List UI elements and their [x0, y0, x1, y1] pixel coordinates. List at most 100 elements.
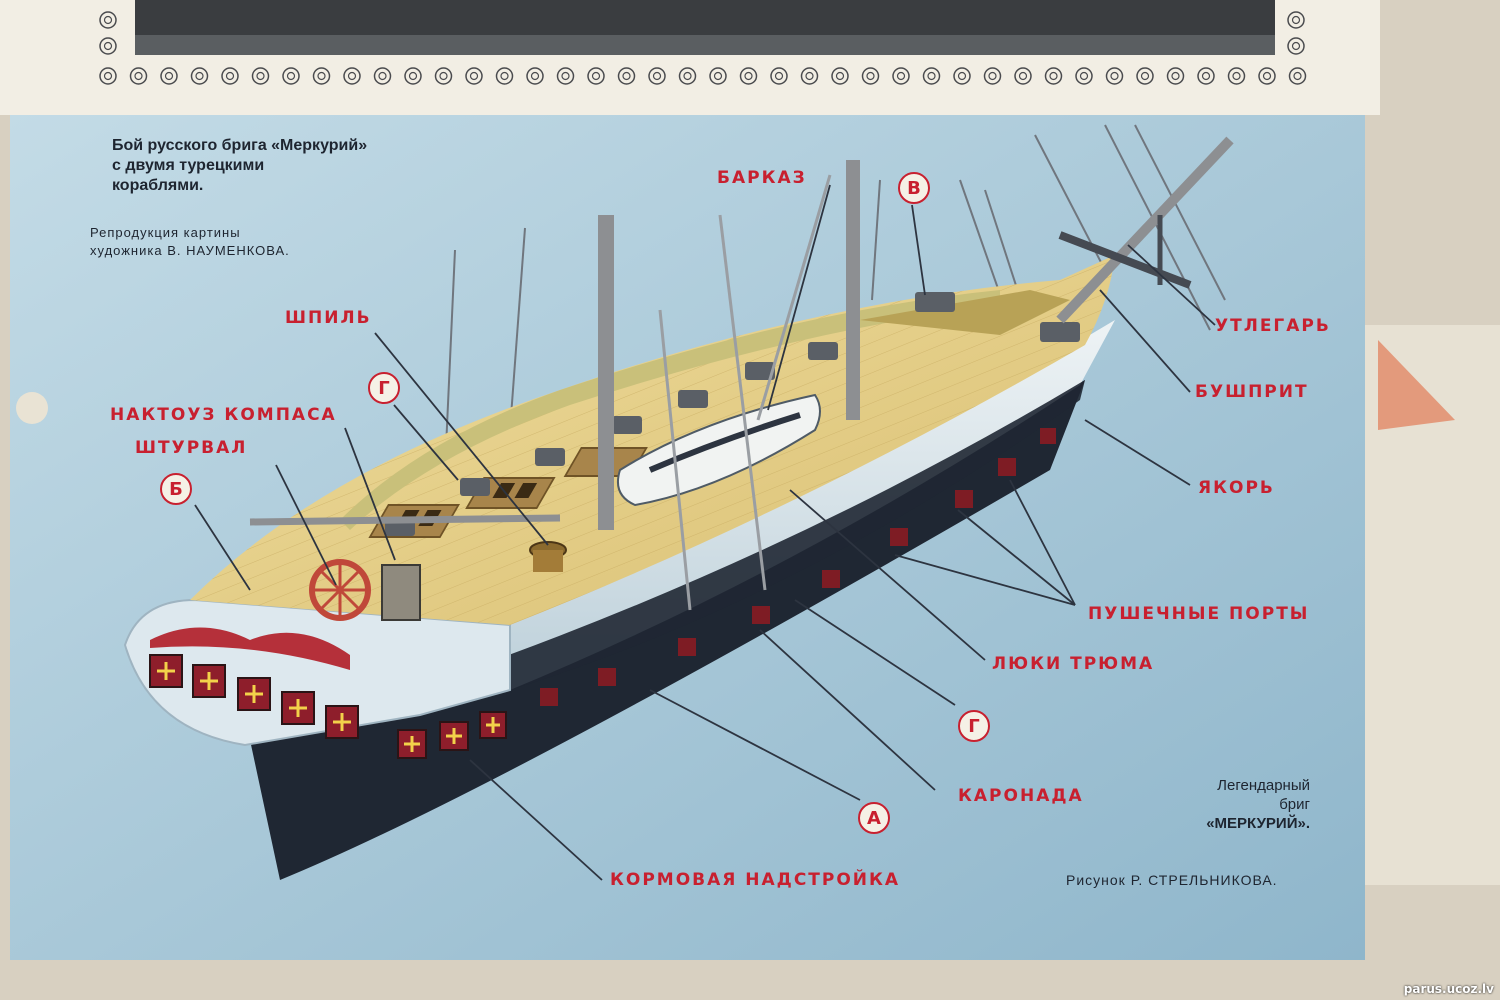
- ornament-ring: [709, 67, 727, 85]
- ornament-ring: [221, 67, 239, 85]
- ornament-ring: [282, 67, 300, 85]
- ornament-ring: [373, 67, 392, 85]
- masts: [249, 160, 860, 530]
- ornament-ring-inner: [744, 71, 753, 81]
- ornament-ring-inner: [1140, 71, 1150, 81]
- ornament-ring: [343, 67, 361, 85]
- marker-g-bottom: Г: [958, 710, 990, 742]
- ornament-ring-inner: [317, 71, 326, 81]
- watermark: parus.ucoz.lv: [1403, 982, 1494, 996]
- ornament-ring: [1166, 67, 1185, 85]
- ornament-ring-inner: [256, 71, 265, 81]
- ornament-ring: [678, 67, 697, 85]
- label-binnacle: НАКТОУЗ КОМПАСА: [110, 405, 337, 425]
- ornament-border: [99, 11, 1307, 85]
- ornament-ring: [800, 67, 819, 85]
- ornament-ring: [1197, 67, 1215, 85]
- caption-title-line: Бой русского брига «Меркурий»: [112, 137, 368, 154]
- label-longboat: БАРКАЗ: [717, 168, 807, 188]
- ornament-ring-inner: [103, 41, 113, 51]
- ornament-ring-inner: [347, 71, 357, 81]
- stern-ornament: [150, 627, 350, 670]
- legend-line: Легендарный: [1217, 777, 1310, 794]
- shrouds: [658, 174, 832, 611]
- ornament-ring-inner: [1291, 41, 1301, 51]
- forecastle: [860, 290, 1070, 335]
- ornament-ring-inner: [530, 71, 540, 81]
- marker-v: В: [898, 172, 930, 204]
- ornament-ring: [587, 67, 605, 85]
- ornament-ring: [770, 67, 788, 85]
- ornament-ring: [1258, 67, 1276, 85]
- ornament-ring: [1105, 67, 1124, 85]
- ornament-ring-inner: [500, 71, 509, 81]
- ornament-ring-inner: [927, 71, 936, 81]
- legend-block: Легендарный бриг «МЕРКУРИЙ».: [1170, 776, 1310, 833]
- ornament-ring-inner: [286, 71, 296, 81]
- ornament-ring: [251, 67, 270, 85]
- ornament-ring-inner: [1201, 71, 1211, 81]
- label-hold-hatches: ЛЮКИ ТРЮМА: [992, 654, 1155, 674]
- ornament-ring-inner: [1293, 71, 1302, 81]
- marker-g-top: Г: [368, 372, 400, 404]
- capstan-body: [533, 550, 563, 572]
- marker-a: А: [858, 802, 890, 834]
- ornament-ring-inner: [408, 71, 418, 81]
- ornament-ring: [922, 67, 941, 85]
- ornament-ring: [1044, 67, 1063, 85]
- caption-credit-line: Репродукция картины: [90, 225, 241, 240]
- label-stern-superstructure: КОРМОВАЯ НАДСТРОЙКА: [610, 870, 901, 890]
- ornament-ring: [434, 67, 453, 85]
- ornament-ring: [495, 67, 514, 85]
- ornament-ring: [1287, 37, 1305, 55]
- ornament-ring: [1288, 67, 1307, 85]
- ornament-ring-inner: [652, 71, 662, 81]
- painting-sea: [135, 35, 1275, 55]
- label-anchor: ЯКОРЬ: [1198, 478, 1275, 498]
- ornament-ring-inner: [195, 71, 204, 81]
- ornament-ring-inner: [225, 71, 235, 81]
- ornament-ring-inner: [988, 71, 997, 81]
- ornament-ring-inner: [378, 71, 387, 81]
- ornament-ring-inner: [1110, 71, 1119, 81]
- ornament-ring: [99, 11, 117, 29]
- ornament-ring: [617, 67, 636, 85]
- steering-wheel-spokes: [312, 562, 368, 618]
- ornament-ring-inner: [1079, 71, 1089, 81]
- caption-title: Бой русского брига «Меркурий» с двумя ту…: [112, 136, 367, 196]
- ornament-ring-inner: [103, 15, 113, 25]
- ornament-ring: [831, 67, 849, 85]
- deck-cannons: [385, 292, 1080, 536]
- ornament-ring-inner: [439, 71, 448, 81]
- ornament-ring-inner: [1018, 71, 1028, 81]
- ornament-ring: [99, 67, 117, 85]
- ornament-ring: [739, 67, 758, 85]
- ornament-ring-inner: [561, 71, 570, 81]
- ornament-ring: [99, 37, 117, 55]
- ornament-ring: [861, 67, 880, 85]
- ornament-ring: [129, 67, 148, 85]
- ornament-ring-inner: [957, 71, 967, 81]
- ornament-ring-inner: [866, 71, 875, 81]
- binnacle-graphic: [381, 564, 421, 621]
- ornament-ring: [1014, 67, 1032, 85]
- gun-ports: [540, 428, 1056, 706]
- ornament-ring: [190, 67, 209, 85]
- ornament-ring-inner: [469, 71, 479, 81]
- label-carronade: КАРОНАДА: [958, 786, 1084, 806]
- ornament-ring: [465, 67, 483, 85]
- label-capstan: ШПИЛЬ: [285, 308, 372, 328]
- ornament-ring: [953, 67, 971, 85]
- ornament-ring-inner: [164, 71, 174, 81]
- caption-title-line: кораблями.: [112, 177, 204, 194]
- marker-b: Б: [160, 473, 192, 505]
- label-bowsprit: БУШПРИТ: [1195, 382, 1309, 402]
- ornament-ring: [312, 67, 331, 85]
- ornament-ring: [1287, 11, 1305, 29]
- ornament-ring-inner: [1262, 71, 1272, 81]
- caption-credit: Репродукция картины художника В. НАУМЕНК…: [90, 224, 290, 260]
- ornament-ring: [1075, 67, 1093, 85]
- ornament-ring: [983, 67, 1002, 85]
- legend-line: «МЕРКУРИЙ».: [1206, 815, 1310, 832]
